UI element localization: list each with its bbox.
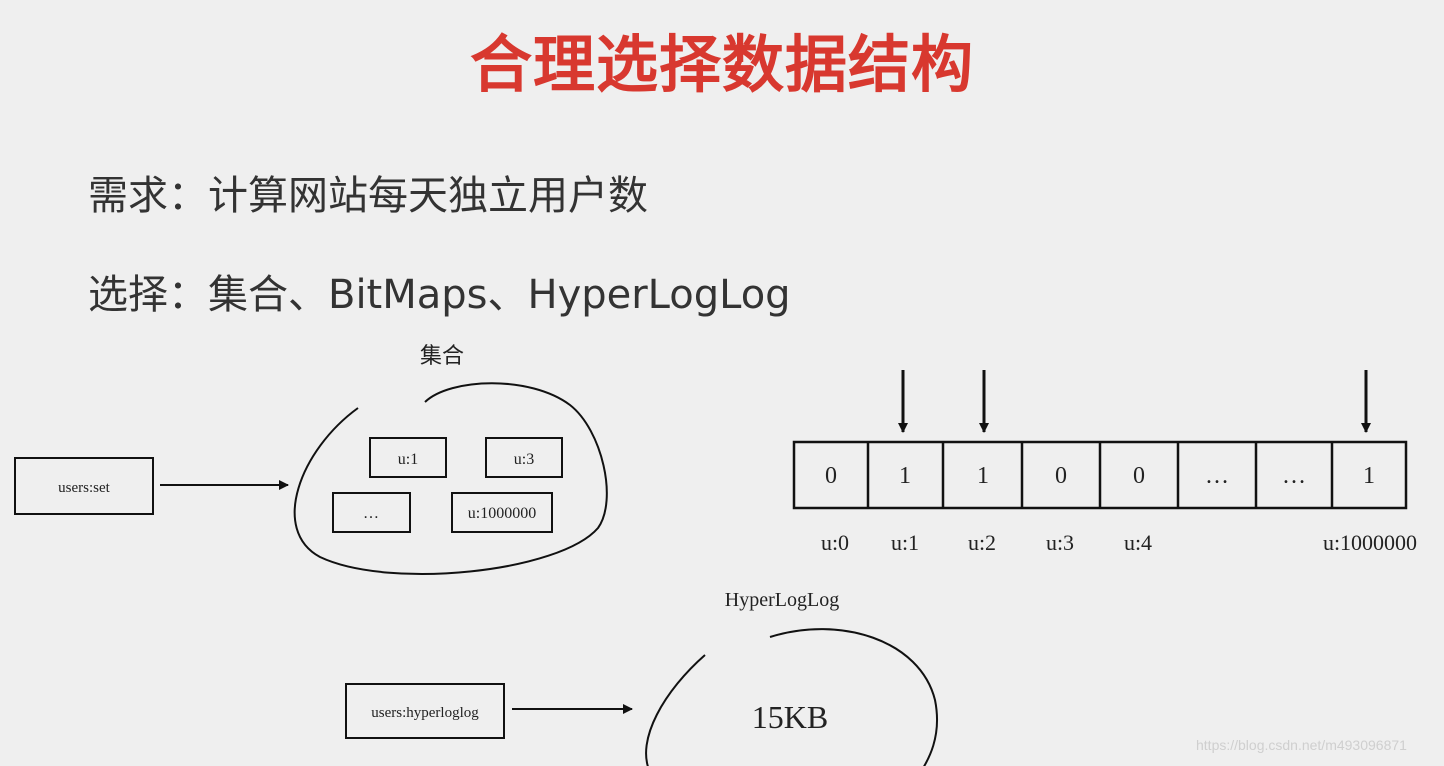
bitmap-diagram: 0 1 1 0 0 … … 1 u:0 u:1 u:2 u:3 u:4 u:10…: [792, 370, 1417, 555]
set-blob-outline: [293, 382, 608, 575]
set-diagram: 集合 users:set u:1 u:3 … u:1000000: [14, 343, 608, 575]
set-member-box: [485, 437, 563, 478]
bit-index-label: u:1: [891, 530, 919, 555]
hll-key-box: [345, 683, 505, 739]
set-member: u:1000000: [468, 505, 536, 522]
bit-value: 0: [1133, 463, 1145, 489]
hll-label: HyperLogLog: [725, 589, 839, 611]
bit-value: 0: [825, 463, 837, 489]
set-member: u:3: [514, 451, 534, 468]
hll-key-label: users:hyperloglog: [371, 705, 479, 721]
requirement-text: 需求：计算网站每天独立用户数: [88, 173, 648, 219]
set-member-box: [451, 492, 553, 533]
bit-value: 1: [899, 463, 911, 489]
bit-value: …: [1205, 463, 1229, 489]
set-member: …: [363, 505, 379, 522]
set-key-label: users:set: [58, 480, 110, 496]
set-key-box: [14, 457, 154, 515]
hll-blob-outline: [645, 628, 939, 766]
set-member-box: [369, 437, 447, 478]
hll-size-label: 15KB: [752, 699, 828, 735]
bit-index-label: u:1000000: [1323, 530, 1417, 555]
bit-index-label: u:3: [1046, 530, 1074, 555]
bit-value: 1: [977, 463, 989, 489]
bit-value: 0: [1055, 463, 1067, 489]
set-label: 集合: [420, 343, 464, 368]
bit-index-label: u:2: [968, 530, 996, 555]
bit-index-label: u:4: [1124, 530, 1152, 555]
bit-value: …: [1282, 463, 1306, 489]
bit-value: 1: [1363, 463, 1375, 489]
watermark: https://blog.csdn.net/m493096871: [1196, 737, 1407, 753]
options-text: 选择：集合、BitMaps、HyperLogLog: [88, 272, 791, 318]
set-member: u:1: [398, 451, 418, 468]
set-member-box: [332, 492, 411, 533]
page-title: 合理选择数据结构: [469, 28, 974, 101]
hll-diagram: HyperLogLog users:hyperloglog 15KB: [345, 589, 939, 766]
bit-index-label: u:0: [821, 530, 849, 555]
